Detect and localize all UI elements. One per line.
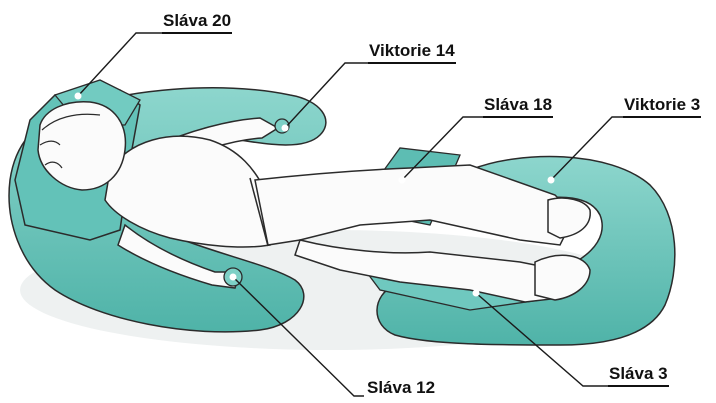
dot-slava-18 — [399, 177, 406, 184]
callout-label-slava-12: Sláva 12 — [366, 378, 436, 399]
callout-label-slava-20: Sláva 20 — [162, 11, 232, 34]
dot-slava-12 — [230, 274, 237, 281]
dot-slava-3 — [473, 290, 480, 297]
callout-label-slava-18: Sláva 18 — [483, 95, 553, 118]
callout-label-viktorie-14: Viktorie 14 — [368, 41, 456, 64]
callout-label-viktorie-3: Viktorie 3 — [623, 95, 701, 118]
dot-viktorie-14 — [282, 125, 289, 132]
dot-viktorie-3 — [548, 177, 555, 184]
dot-slava-20 — [75, 93, 82, 100]
callout-label-slava-3: Sláva 3 — [608, 364, 669, 387]
